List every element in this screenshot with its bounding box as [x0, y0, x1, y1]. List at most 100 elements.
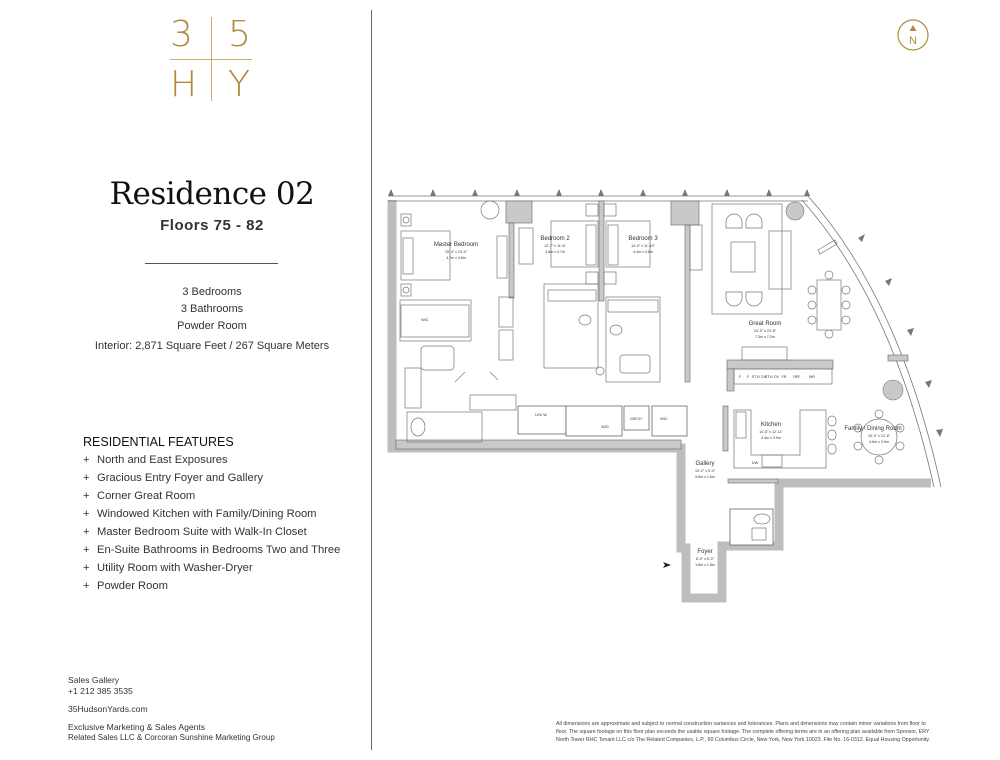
- room-dims-m: 4.3m x 3.6m: [633, 250, 653, 254]
- bath-3: [605, 296, 661, 383]
- appliance-label: WR: [809, 375, 815, 379]
- rug: [711, 203, 783, 315]
- round-dining-table: [860, 418, 898, 456]
- logo-char: Y: [228, 64, 250, 105]
- spec-interior-area: Interior: 2,871 Square Feet / 267 Square…: [94, 340, 330, 352]
- spec-bathrooms: 3 Bathrooms: [180, 303, 244, 315]
- agents-label: Exclusive Marketing & Sales Agents: [68, 722, 206, 732]
- sofa: [768, 230, 792, 290]
- room-dims-m: 7.3m x 7.2m: [755, 335, 775, 339]
- appliance-label: FR: [782, 375, 787, 379]
- bed-3: [605, 220, 651, 268]
- plus-icon: +: [83, 472, 90, 484]
- feature-item: + Gracious Entry Foyer and Gallery: [83, 472, 263, 484]
- feature-text: Corner Great Room: [97, 490, 196, 502]
- room-dims-ft: 15'-4" x 15'-0": [445, 250, 468, 254]
- room-dims-ft: 14'-0" x 11'-10": [631, 244, 656, 248]
- bath-2: [543, 283, 599, 369]
- powder-room: [729, 508, 774, 546]
- room-label-small: DW: [752, 461, 759, 465]
- room-label-small: WIC: [660, 417, 668, 421]
- feature-item: + Powder Room: [83, 580, 168, 592]
- room-dims-ft: 6'-0" x 6'-0": [696, 557, 715, 561]
- room-label-small: MECH: [630, 417, 641, 421]
- room-dims-m: 1.8m x 1.8m: [695, 563, 715, 567]
- entry-arrow-icon: [663, 562, 671, 568]
- agents-names: Related Sales LLC & Corcoran Sunshine Ma…: [68, 733, 275, 742]
- feature-item: + En-Suite Bathrooms in Bedrooms Two and …: [83, 544, 340, 556]
- plus-icon: +: [83, 454, 90, 466]
- website-link[interactable]: 35HudsonYards.com: [68, 704, 148, 714]
- mech-room: [623, 405, 650, 431]
- logo-char: H: [170, 64, 198, 105]
- feature-item: + Corner Great Room: [83, 490, 195, 502]
- room-label: Gallery: [695, 461, 714, 467]
- plus-icon: +: [83, 544, 90, 556]
- room-label: Great Room: [749, 321, 782, 327]
- feature-text: Powder Room: [97, 580, 168, 592]
- north-arrow-icon: N: [897, 19, 929, 51]
- appliance-label: F: [739, 375, 742, 379]
- logo-char: 3: [170, 14, 193, 55]
- room-label: Bedroom 3: [628, 236, 658, 242]
- feature-text: Gracious Entry Foyer and Gallery: [97, 472, 264, 484]
- room-dims-ft: 19'-2" x 5'-4": [695, 469, 716, 473]
- plus-icon: +: [83, 526, 90, 538]
- room-dims-ft: 12'-7" x 11'-6": [544, 244, 567, 248]
- feature-item: + Utility Room with Washer-Dryer: [83, 562, 253, 574]
- exterior-walls: [387, 200, 931, 603]
- appliance-label: F: [747, 375, 750, 379]
- room-label: Master Bedroom: [434, 242, 478, 248]
- bathtub: [420, 345, 455, 371]
- residence-title: Residence 02: [109, 176, 315, 212]
- plus-icon: +: [83, 580, 90, 592]
- disclaimer: All dimensions are approximate and subje…: [556, 721, 931, 743]
- window-mullions: [388, 189, 943, 437]
- linen-closet: [517, 405, 567, 435]
- feature-text: North and East Exposures: [97, 454, 228, 466]
- master-wic: [399, 299, 472, 342]
- plus-icon: +: [83, 508, 90, 520]
- wic-2: [651, 405, 688, 437]
- compass-label: N: [909, 35, 917, 47]
- vertical-divider: [371, 10, 372, 750]
- divider-rule: [145, 263, 278, 264]
- feature-item: + North and East Exposures: [83, 454, 228, 466]
- appliance-label: REF: [793, 375, 801, 379]
- feature-text: Utility Room with Washer-Dryer: [97, 562, 253, 574]
- room-dims-m: 3.8m x 3.7m: [545, 250, 565, 254]
- plus-icon: +: [83, 562, 90, 574]
- spec-powder-room: Powder Room: [177, 320, 247, 332]
- logo-horizontal-line: [170, 59, 252, 60]
- room-dims-ft: 24'-0" x 23'-8": [754, 329, 777, 333]
- washer-dryer-room: [565, 405, 623, 437]
- feature-text: En-Suite Bathrooms in Bedrooms Two and T…: [97, 544, 341, 556]
- room-dims-m: 4.7m x 4.6m: [446, 256, 466, 260]
- interior-walls: [395, 200, 909, 484]
- plus-icon: +: [83, 490, 90, 502]
- room-dims-ft: 14'-5" x 12'-11": [759, 430, 784, 434]
- dining-table: [816, 279, 842, 331]
- sales-gallery-label: Sales Gallery: [68, 675, 120, 685]
- room-label-small: LIN/ W: [535, 413, 547, 417]
- spec-bedrooms: 3 Bedrooms: [182, 286, 242, 298]
- appliance-label: STV/ OV: [765, 375, 780, 379]
- room-label: Kitchen: [761, 422, 781, 428]
- room-label: Bedroom 2: [540, 236, 570, 242]
- room-label-small: WIC: [421, 318, 429, 322]
- feature-text: Windowed Kitchen with Family/Dining Room: [97, 508, 317, 520]
- floors-label: Floors 75 - 82: [160, 217, 264, 234]
- room-label-small: W/D: [601, 425, 609, 429]
- room-dims-m: 5.8m x 1.6m: [695, 475, 715, 479]
- sales-phone: +1 212 385 3535: [68, 686, 133, 696]
- room-dims-ft: 15'-0" x 12'-8": [868, 434, 891, 438]
- master-bed: [400, 230, 451, 281]
- room-label: Family / Dining Room: [844, 426, 901, 432]
- room-dims-m: 4.6m x 3.9m: [869, 440, 889, 444]
- feature-item: + Windowed Kitchen with Family/Dining Roo…: [83, 508, 316, 520]
- feature-text: Master Bedroom Suite with Walk-In Closet: [97, 526, 307, 538]
- logo-char: 5: [228, 14, 251, 55]
- floor-plan: Master Bedroom 15'-4" x 15'-0" 4.7m x 4.…: [387, 189, 943, 603]
- bed-2: [550, 220, 599, 268]
- feature-item: + Master Bedroom Suite with Walk-In Close…: [83, 526, 307, 538]
